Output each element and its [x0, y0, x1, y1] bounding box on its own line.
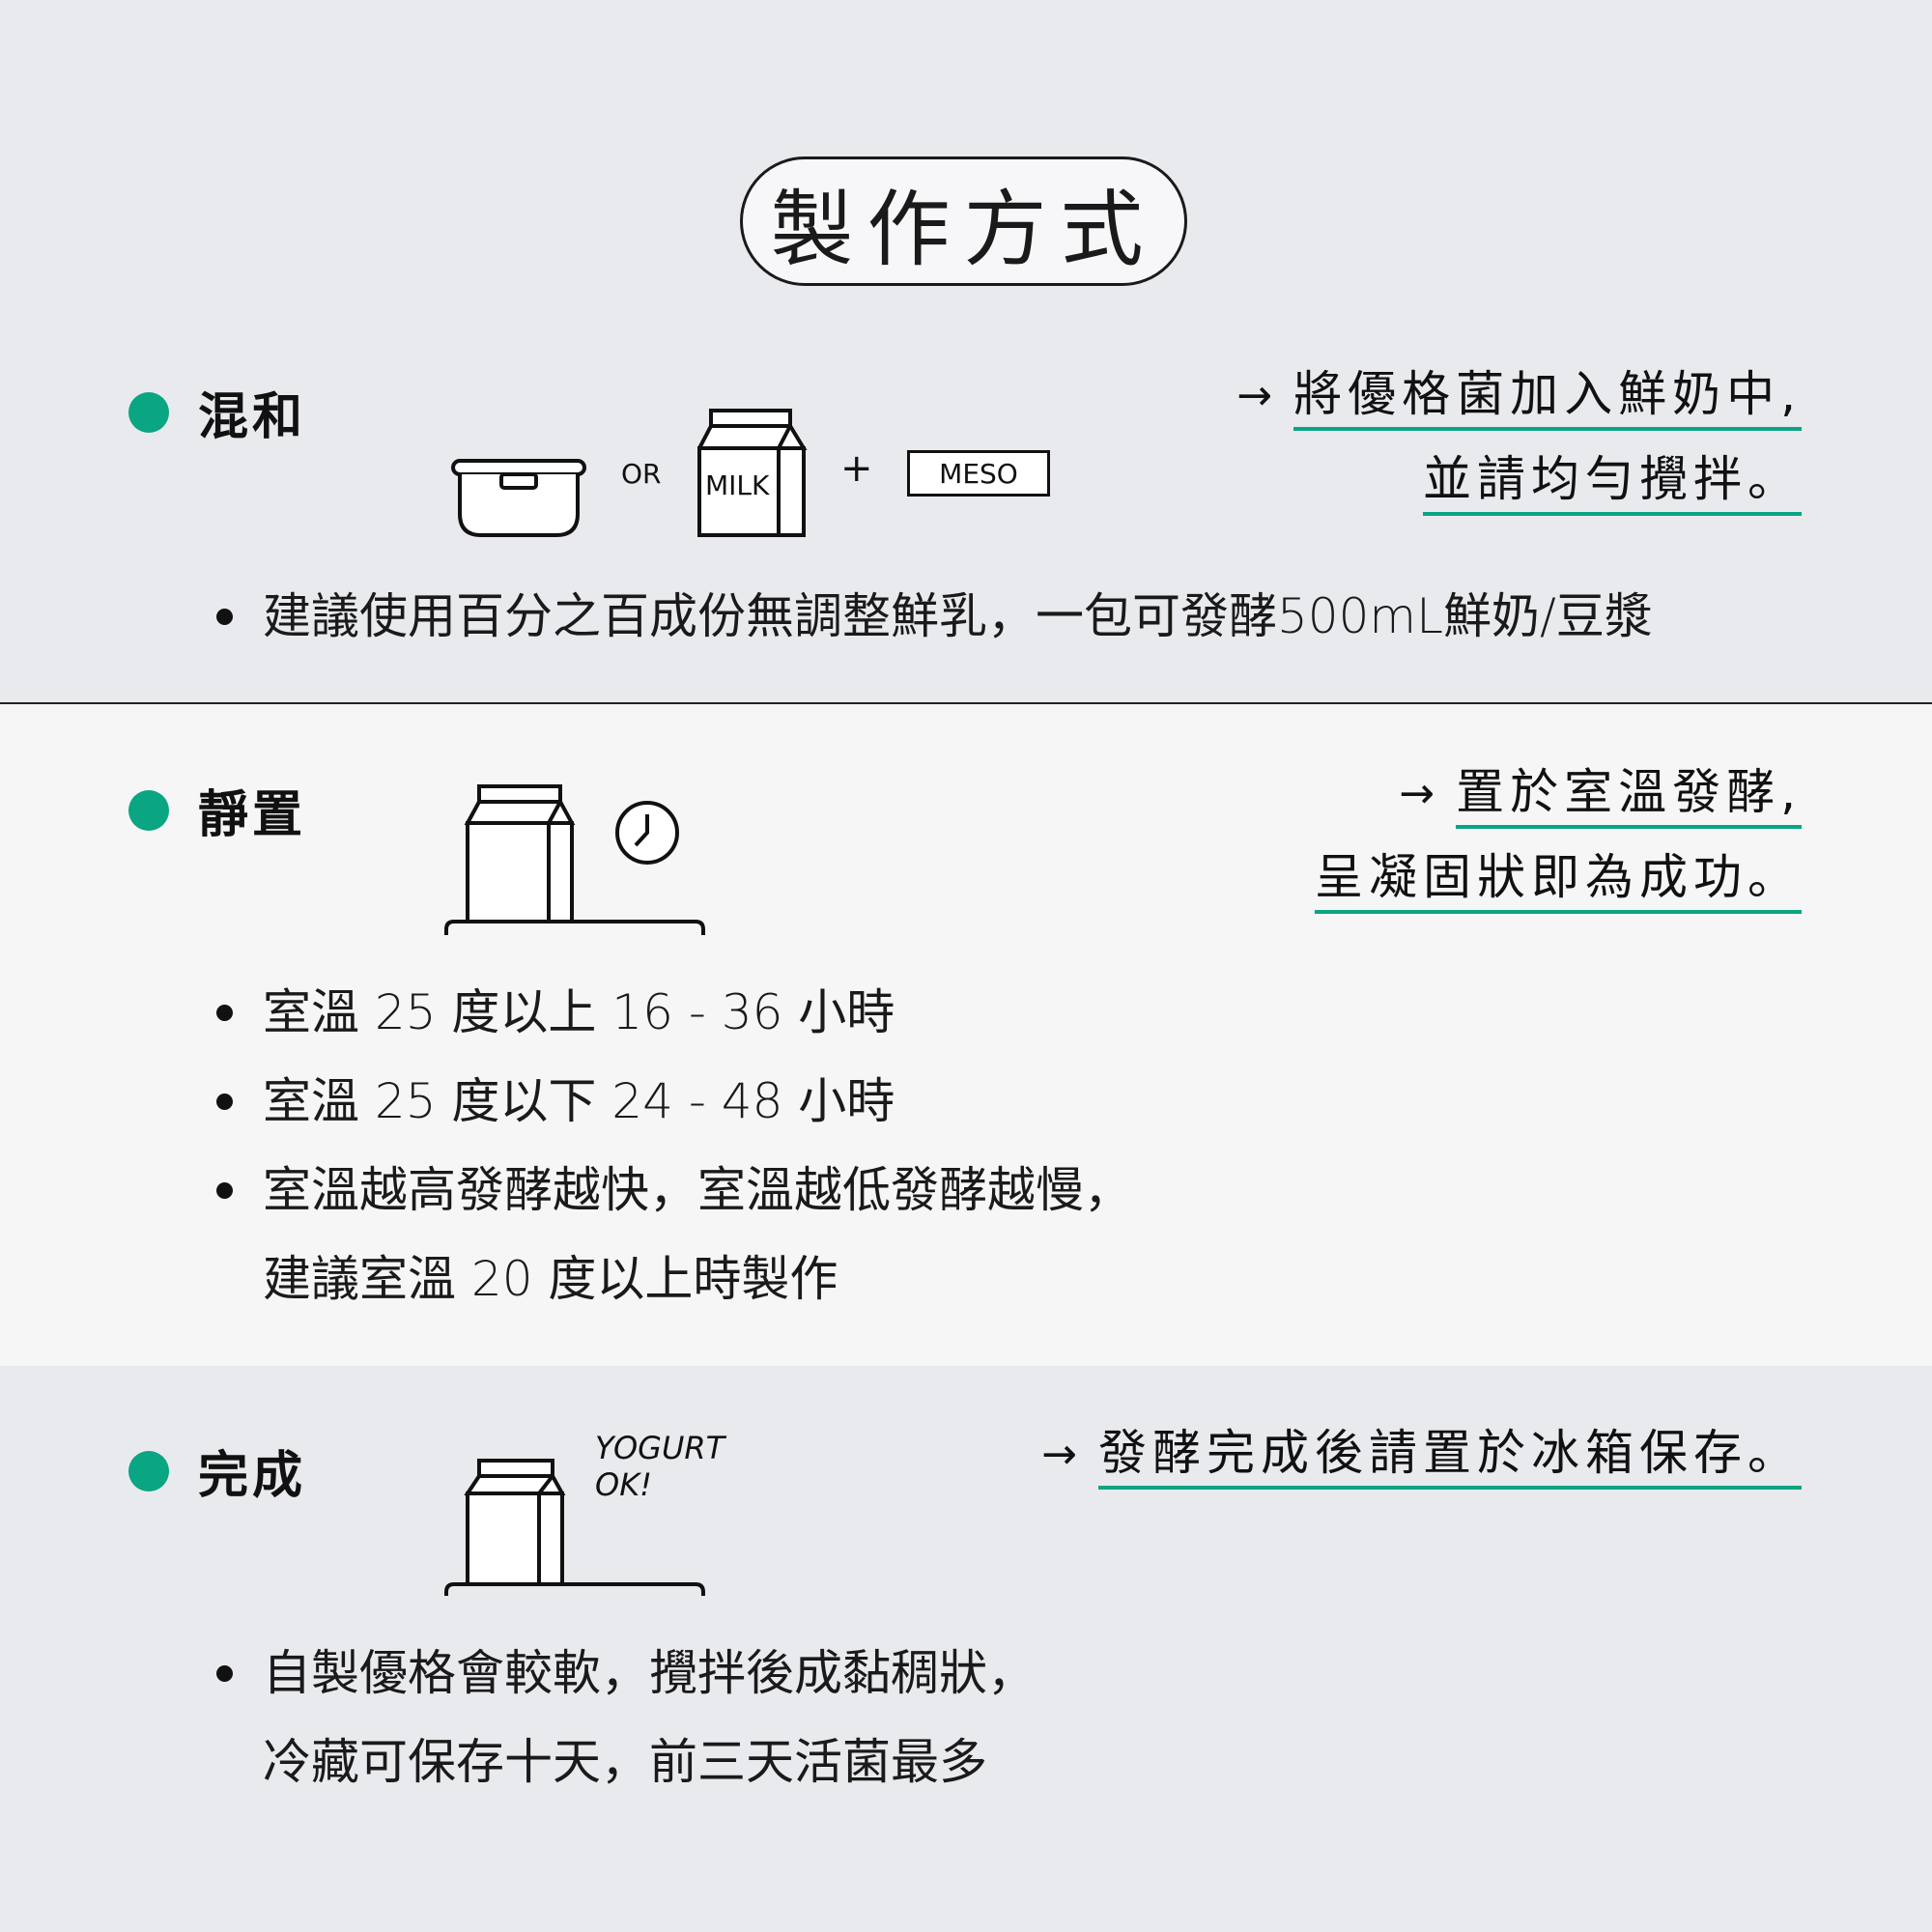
or-label: OR	[621, 458, 662, 490]
bullet-item: 室溫越高發酵越快，室溫越低發酵越慢，	[214, 1146, 1132, 1235]
callout-done: → 發酵完成後請置於冰箱保存。	[1041, 1424, 1802, 1509]
yogurt-label: YOGURT	[595, 1430, 725, 1466]
bullet-list-mix: 建議使用百分之百成份無調整鮮乳，一包可發酵500mL鮮奶/豆漿	[214, 572, 1653, 661]
container-icon	[451, 459, 586, 537]
section-mix	[0, 0, 1932, 702]
meso-packet-icon: MESO	[907, 450, 1050, 497]
green-dot-icon	[128, 391, 169, 433]
yogurt-ok-label: YOGURT OK!	[595, 1430, 724, 1503]
callout-line: 發酵完成後請置於冰箱保存。	[1098, 1424, 1802, 1490]
section-rest	[0, 702, 1932, 1368]
step-title: 靜置	[198, 786, 307, 844]
arrow-right-icon: →	[1399, 769, 1435, 818]
step-title: 混和	[198, 388, 307, 446]
milk-carton-icon	[464, 784, 576, 923]
done-illustration	[444, 1459, 705, 1596]
bullet-item: 室溫 25 度以下 24 - 48 小時	[214, 1057, 1132, 1146]
callout-mix: → 將優格菌加入鮮奶中, 並請均勻攪拌。	[1236, 365, 1802, 535]
callout-line: 並請均勻攪拌。	[1423, 450, 1802, 516]
arrow-right-icon: →	[1236, 371, 1273, 420]
bullet-item: 自製優格會較軟，攪拌後成黏稠狀，	[214, 1629, 1036, 1718]
step-header-rest: 靜置	[128, 774, 306, 846]
clock-icon	[615, 801, 679, 865]
milk-label: MILK	[705, 469, 770, 501]
arrow-right-icon: →	[1041, 1430, 1077, 1479]
callout-line: 置於室溫發酵,	[1456, 763, 1802, 829]
green-dot-icon	[128, 1450, 169, 1492]
bullet-item-continuation: 冷藏可保存十天，前三天活菌最多	[263, 1734, 987, 1790]
ok-label: OK!	[595, 1466, 652, 1503]
bullet-item: 室溫 25 度以上 16 - 36 小時	[214, 968, 1132, 1057]
section-done	[0, 1366, 1932, 1932]
bullet-item: 建議使用百分之百成份無調整鮮乳，一包可發酵500mL鮮奶/豆漿	[214, 572, 1653, 661]
milk-carton-icon	[697, 409, 808, 537]
callout-line: 將優格菌加入鮮奶中,	[1293, 365, 1802, 431]
rest-illustration	[444, 784, 705, 935]
step-header-mix: 混和	[128, 376, 306, 448]
step-title: 完成	[198, 1447, 307, 1505]
bullet-list-done: 自製優格會較軟，攪拌後成黏稠狀， 冷藏可保存十天，前三天活菌最多	[214, 1629, 1036, 1806]
green-dot-icon	[128, 789, 169, 831]
step-header-done: 完成	[128, 1435, 306, 1507]
plus-icon: +	[840, 446, 873, 491]
meso-label: MESO	[939, 457, 1018, 490]
page-title: 製作方式	[740, 156, 1187, 286]
bullet-item-continuation: 建議室溫 20 度以上時製作	[263, 1251, 838, 1307]
milk-carton-icon	[464, 1459, 566, 1586]
bullet-list-rest: 室溫 25 度以上 16 - 36 小時 室溫 25 度以下 24 - 48 小…	[214, 968, 1132, 1323]
table-icon	[444, 920, 705, 935]
callout-rest: → 置於室溫發酵, 呈凝固狀即為成功。	[1315, 763, 1802, 933]
table-icon	[444, 1582, 705, 1596]
callout-line: 呈凝固狀即為成功。	[1315, 848, 1802, 914]
